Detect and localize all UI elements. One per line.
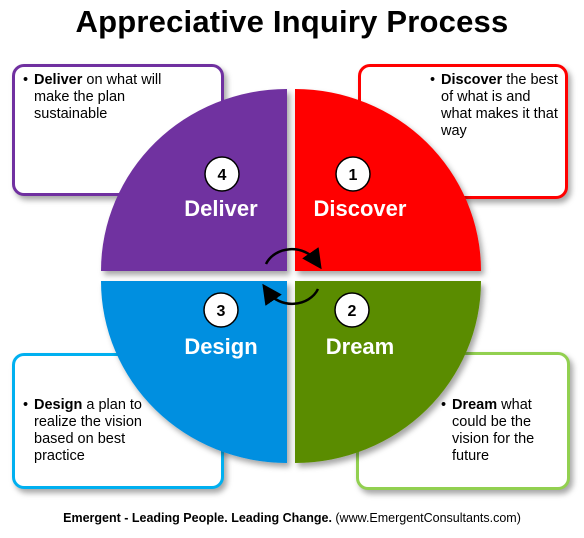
dream-label: Dream (326, 334, 394, 359)
dream-card-text: • Dream what could be the vision for the … (441, 397, 562, 465)
design-card-bold: Design (34, 397, 83, 413)
cycle-arrow-bottom-icon (262, 283, 320, 306)
deliver-label: Deliver (184, 196, 258, 221)
step-1-badge: 1 (335, 156, 371, 192)
dream-quadrant (295, 281, 481, 463)
step-4-number: 4 (218, 167, 227, 184)
footer-tagline: Emergent - Leading People. Leading Chang… (63, 511, 332, 525)
bullet-icon: • (23, 72, 29, 88)
design-label: Design (184, 334, 257, 359)
step-2-number: 2 (348, 303, 357, 320)
dream-card-bold: Dream (452, 397, 498, 413)
design-card-text: • Design a plan to realize the vision bas… (23, 397, 159, 465)
discover-card-text: • Discover the best of what is and what m… (430, 72, 565, 140)
bullet-icon: • (23, 397, 29, 413)
design-card-rest: a plan to realize the vision based on be… (34, 397, 143, 464)
step-3-number: 3 (217, 303, 226, 320)
discover-quadrant (295, 89, 481, 271)
deliver-card-rest: on what will make the plan sustainable (34, 72, 162, 122)
bullet-icon: • (441, 397, 447, 413)
deliver-card-text: • Deliver on what will make the plan sust… (23, 72, 184, 123)
step-4-badge: 4 (204, 156, 240, 192)
dream-card-rest: what could be the vision for the future (452, 397, 535, 464)
design-quadrant (101, 281, 287, 463)
cycle-arrow-top-icon (264, 247, 322, 270)
step-2-badge: 2 (334, 292, 370, 328)
deliver-quadrant (101, 89, 287, 271)
discover-card-rest: the best of what is and what makes it th… (441, 72, 558, 139)
step-3-badge: 3 (203, 292, 239, 328)
deliver-card-bold: Deliver (34, 72, 83, 88)
page-title: Appreciative Inquiry Process (75, 4, 509, 39)
discover-card-bold: Discover (441, 72, 503, 88)
discover-label: Discover (314, 196, 407, 221)
step-1-number: 1 (349, 167, 358, 184)
footer: Emergent - Leading People. Leading Chang… (0, 511, 584, 525)
footer-website: (www.EmergentConsultants.com) (331, 511, 521, 525)
bullet-icon: • (430, 72, 436, 88)
